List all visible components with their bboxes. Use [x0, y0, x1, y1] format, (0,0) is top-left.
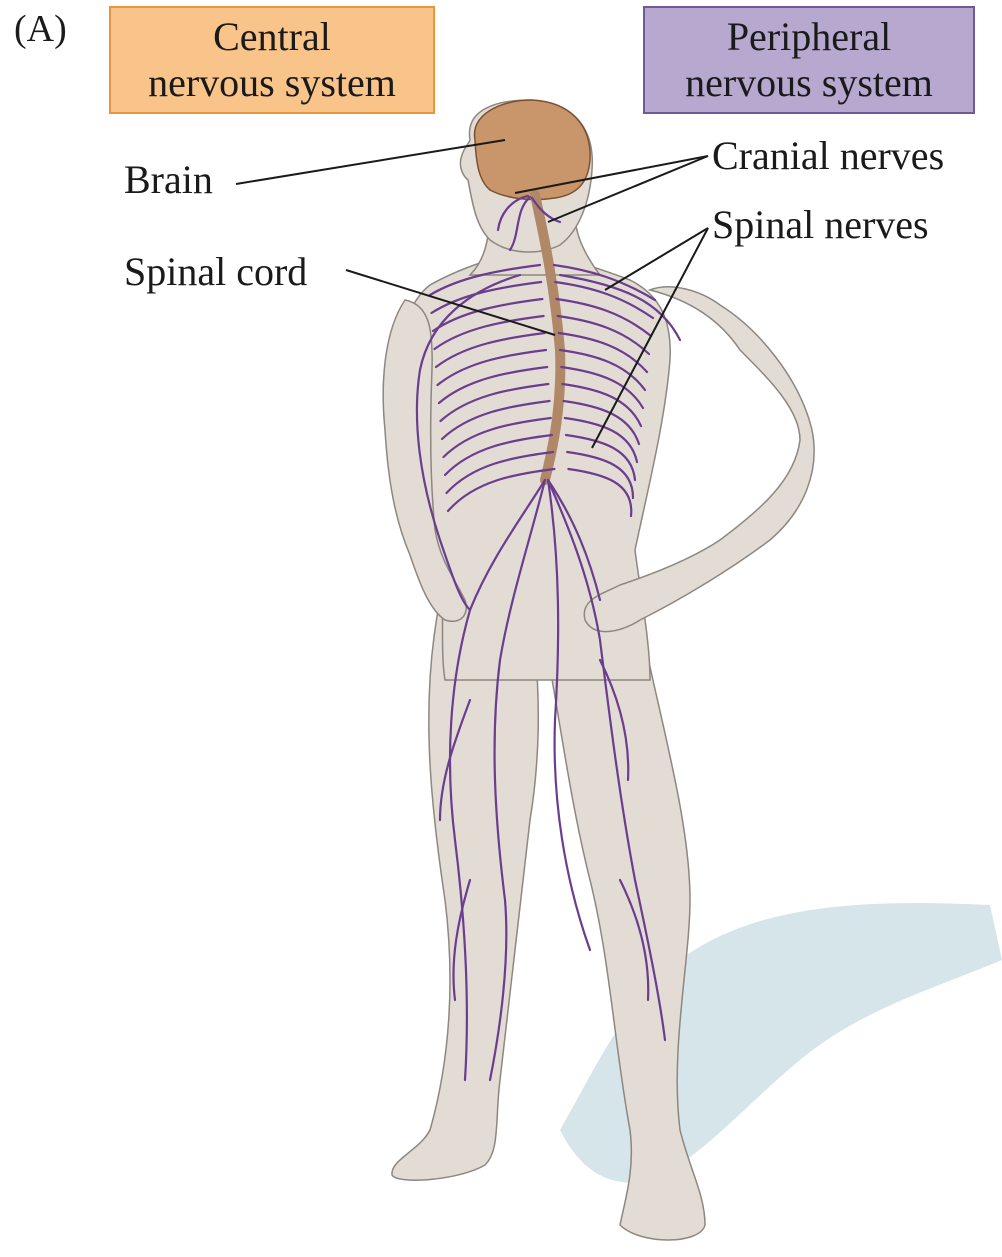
cranial-nerves-label: Cranial nerves [712, 136, 944, 176]
panel-label: (A) [14, 10, 67, 48]
central-nervous-system-box: Central nervous system [109, 6, 435, 114]
peripheral-box-line-1: Peripheral [645, 14, 973, 60]
spinal-nerves-label: Spinal nerves [712, 205, 929, 245]
central-box-line-1: Central [111, 14, 433, 60]
spinal-cord-label: Spinal cord [124, 252, 307, 292]
left-leg [392, 600, 538, 1180]
brain-label: Brain [124, 160, 213, 200]
peripheral-nervous-system-box: Peripheral nervous system [643, 6, 975, 114]
central-box-line-2: nervous system [111, 60, 433, 106]
brain [474, 100, 590, 200]
peripheral-box-line-2: nervous system [645, 60, 973, 106]
